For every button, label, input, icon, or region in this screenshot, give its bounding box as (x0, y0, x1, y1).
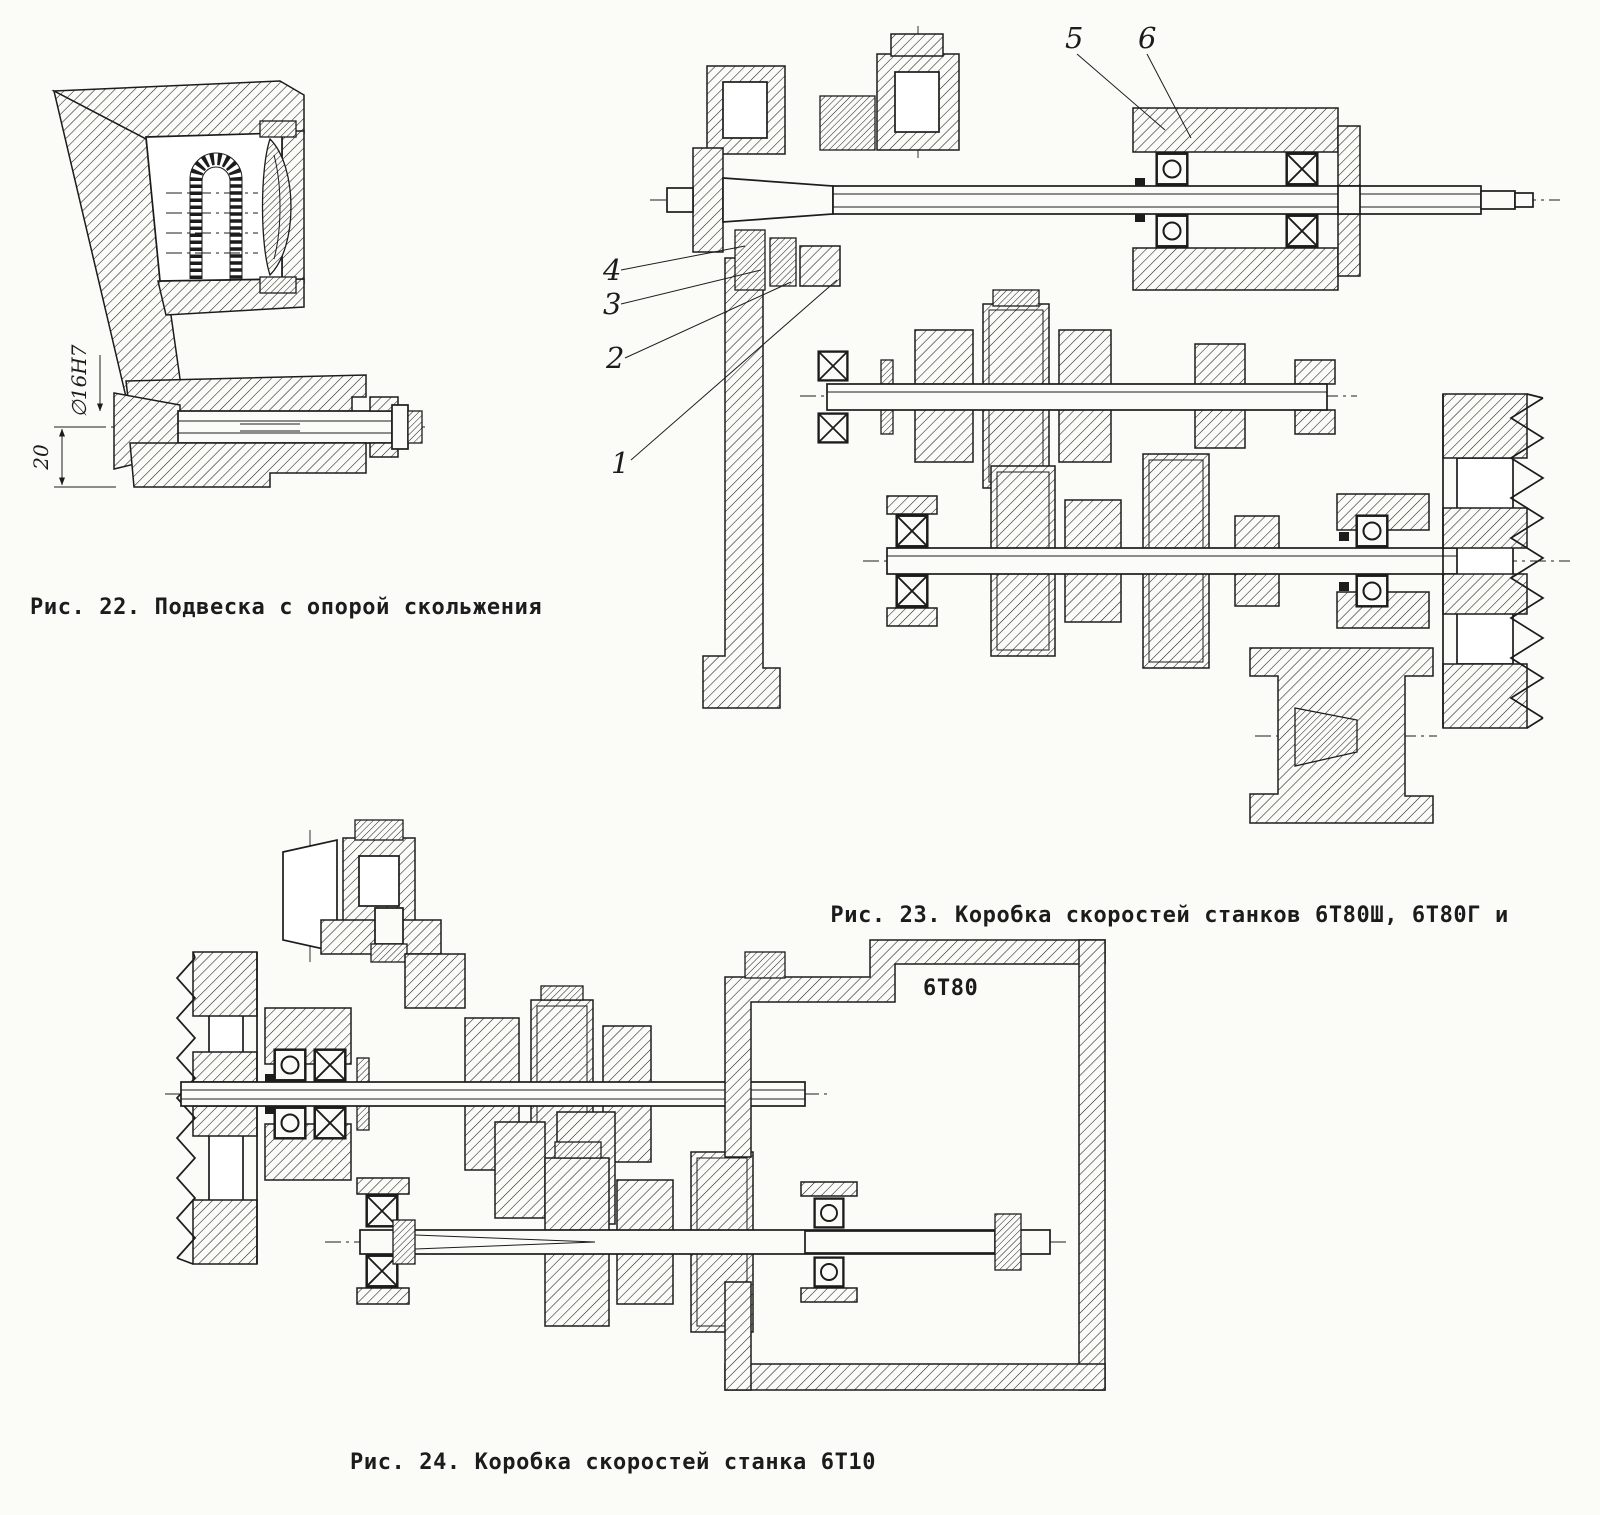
fig23-middle-shaft-assembly (817, 289, 1336, 489)
bearing (313, 1048, 347, 1082)
figure-24 (165, 812, 1125, 1442)
bearing (895, 574, 929, 608)
fig23-flange-parts (734, 229, 841, 291)
part-label-2: 2 (605, 341, 624, 375)
bearing (1155, 152, 1189, 186)
figure-23-caption-line-1: Рис. 23. Коробка скоростей станков 6Т80Ш… (830, 903, 1509, 929)
figure-24-caption: Рис. 24. Коробка скоростей станка 6Т10 (350, 1450, 877, 1475)
fig22-shaft (177, 410, 393, 444)
fig23-left-wall (702, 257, 781, 709)
bearing (1155, 214, 1189, 248)
bearing (273, 1048, 307, 1082)
figure-22: ∅16Н7 20 (29, 75, 430, 575)
fig23-lower-shaft (886, 547, 1508, 575)
bearing (1285, 214, 1319, 248)
fig23-middle-shaft (826, 383, 1328, 411)
fig22-sliding-ball-insert (259, 120, 297, 294)
dimension-bore-text: ∅16Н7 (67, 344, 91, 417)
part-label-6: 6 (1138, 21, 1156, 55)
figure-23: 5 6 4 3 2 1 (595, 8, 1580, 840)
fig22-dimension-bore: ∅16Н7 (67, 344, 104, 418)
fig22-dimension-offset: 20 (29, 426, 116, 488)
fig24-upper-shaft (180, 1081, 806, 1107)
fig23-v-belt-pulley (1442, 393, 1545, 729)
figure-23-caption: Рис. 23. Коробка скоростей станков 6Т80Ш… (775, 862, 1535, 1080)
figure-23-drawing: 5 6 4 3 2 1 (602, 21, 1570, 824)
fig23-lower-shaft-assembly (886, 453, 1510, 669)
figure-23-caption-line-2: 6Т80 (923, 975, 979, 1001)
fig23-part-labels: 5 6 4 3 2 1 (602, 21, 1192, 480)
bearing (813, 1256, 845, 1288)
bearing (895, 514, 929, 548)
part-label-5: 5 (1065, 21, 1083, 55)
bearing (817, 412, 849, 444)
fig23-bottom-housing (1249, 647, 1434, 824)
figure-24-drawing (165, 819, 1106, 1391)
part-label-4: 4 (602, 253, 621, 287)
fig24-v-belt-pulley (175, 951, 258, 1265)
fig22-wire-bail (189, 152, 243, 279)
fig24-top-assembly (282, 819, 466, 1009)
fig23-spindle (666, 152, 1534, 248)
bearing (273, 1106, 307, 1140)
bearing (817, 350, 849, 382)
fig24-right-housing (724, 939, 1106, 1391)
gear (494, 1121, 546, 1219)
bearing (813, 1197, 845, 1229)
fig22-slide-support (90, 374, 426, 488)
figure-22-drawing: ∅16Н7 20 (29, 80, 426, 488)
part-label-3: 3 (603, 287, 621, 321)
part-label-1: 1 (611, 446, 629, 480)
figure-22-caption: Рис. 22. Подвеска с опорой скольжения (30, 595, 543, 620)
bearing (1285, 152, 1319, 186)
bearing (313, 1106, 347, 1140)
pulley-grooves (1509, 397, 1545, 719)
dimension-offset-text: 20 (30, 444, 53, 471)
bearing (1355, 514, 1389, 548)
fig22-oil-level-lines (166, 192, 258, 254)
pulley-grooves (175, 957, 197, 1259)
bearing (1355, 574, 1389, 608)
fig24-stub-shaft (804, 1230, 996, 1254)
